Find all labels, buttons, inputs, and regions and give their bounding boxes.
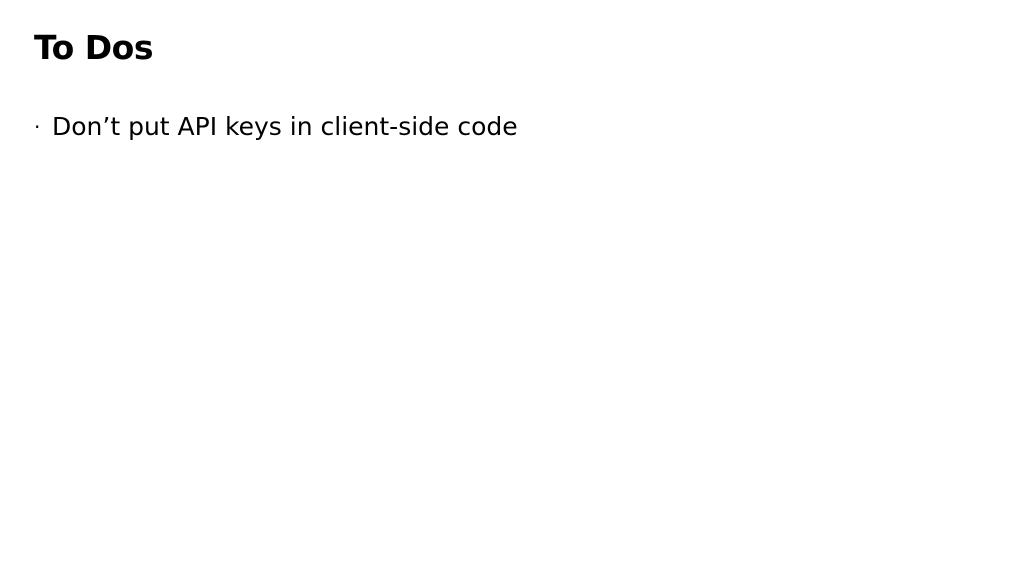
- bullet-icon: ·: [34, 114, 41, 139]
- list-item: · Don’t put API keys in client-side code: [34, 112, 518, 141]
- list-item-text: Don’t put API keys in client-side code: [52, 112, 518, 141]
- todo-list: · Don’t put API keys in client-side code: [34, 112, 518, 141]
- page-title: To Dos: [34, 28, 154, 67]
